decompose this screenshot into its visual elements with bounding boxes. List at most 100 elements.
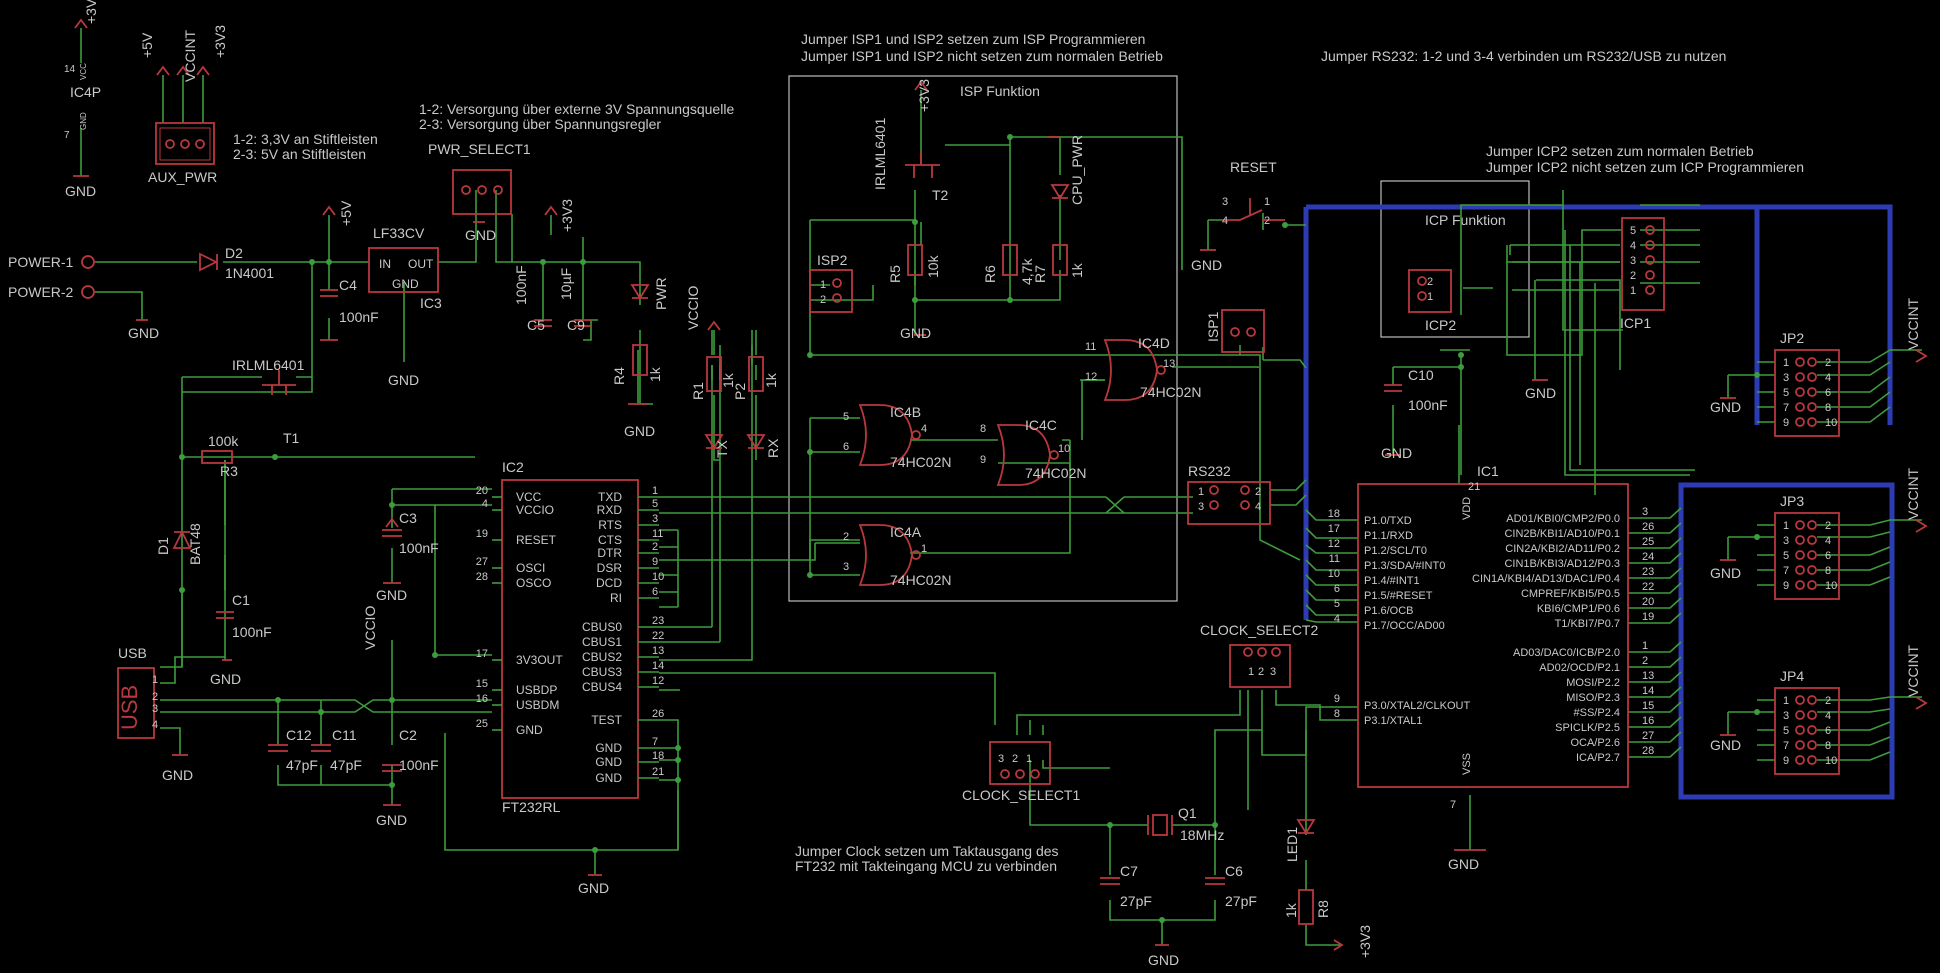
ic1-pin-num: 12 [1328,538,1340,550]
header-pin [1795,550,1805,560]
svg-text:5: 5 [843,411,849,423]
ic1-pin-num: 2 [1642,655,1648,667]
ic1-pin-name: CIN2B/KBI1/AD10/P0.1 [1504,528,1620,540]
tx-label: TX [714,439,730,458]
r4-label: R4 [611,367,627,385]
t1-label: T1 [283,430,300,446]
c11-label: C11 [332,727,357,743]
r6-value: 4,7k [1019,258,1035,285]
ft232-caps: C12 47pF C11 47pF C2 100nF C3 100nF [268,510,439,773]
signal-bus [1303,204,1895,800]
svg-text:2: 2 [843,531,849,543]
header-pin-num: 5 [1783,725,1789,737]
svg-text:4: 4 [921,423,927,435]
t1-type: IRLML6401 [232,357,305,373]
header-pin [1795,710,1805,720]
ic3-name: IC3 [420,295,442,311]
ft232-left-pin-name: GND [516,723,543,737]
note-pwr-1: 1-2: Versorgung über externe 3V Spannung… [419,101,734,117]
note-rs232: Jumper RS232: 1-2 und 3-4 verbinden um R… [1321,48,1726,64]
ic1-pin-num: 11 [1329,553,1340,565]
isp2-label: ISP2 [817,252,848,268]
svg-text:2: 2 [152,691,158,703]
ft232-right-pin-num: 13 [652,645,664,657]
header-pin-num: 1 [1783,520,1789,532]
ft232-right-pin-name: DTR [597,546,622,560]
svg-text:1: 1 [1427,291,1433,303]
ft232-right-pin-name: TXD [598,490,622,504]
reg-output-parts: 100nF C5 10µF C9 PWR R4 1k [513,265,669,385]
header-pin-num: 8 [1825,740,1831,752]
r5-value: 10k [925,254,941,278]
ic4b-type: 74HC02N [890,454,951,470]
rail-v5-aux: +5V [139,32,155,58]
pwr-select-label: PWR_SELECT1 [428,141,531,157]
svg-text:3: 3 [1198,501,1204,513]
ic1-pin-name: CIN1A/KBI4/AD13/DAC1/P0.4 [1472,573,1620,585]
ft232-right-pin-num: 14 [652,660,664,672]
c11-value: 47pF [330,757,362,773]
c9-label: C9 [567,317,585,333]
icp-frame [1380,180,1530,338]
c5-label: C5 [527,317,545,333]
ic4a-name: IC4A [890,524,922,540]
header-pin [1807,357,1817,367]
header-pin [1807,372,1817,382]
icp1-pin [1645,240,1655,250]
protection-parts: IRLML6401 T1 100k R3 D1 BAT48 C1 100nF [155,357,305,640]
ic1-pin-num: 26 [1642,521,1654,533]
ic1-pin-num: 14 [1642,685,1654,697]
power-input: POWER-1 POWER-2 D2 1N4001 LF33CV IN OUT … [8,225,442,325]
gnd-label-c1: GND [210,671,241,687]
header-pin-num: 6 [1825,725,1831,737]
note-clock-1: Jumper Clock setzen um Taktausgang des [795,843,1059,859]
gnd-label-pwrsel: GND [465,227,496,243]
ft232-right-pin-name: CBUS4 [582,680,622,694]
r2-label: P2 [732,383,748,400]
gnd-label-c3: GND [376,587,407,603]
ft232-left-pin-name: OSCI [516,561,545,575]
rail-vccio-ft: VCCIO [362,606,378,650]
usb-name: USB [118,645,147,661]
gnd-label-ic4p: GND [65,183,96,199]
ft232-right-pin-name: CBUS2 [582,650,622,664]
ic1-vdd: VDD [1461,497,1473,520]
header-pin-num: 7 [1783,402,1789,414]
ic1-pin-num: 18 [1328,508,1340,520]
ft232-right-pin-name: GND [595,755,622,769]
ic4p-pin14: 14 [64,64,76,75]
aux-pwr-label: AUX_PWR [148,169,217,185]
gnd-label-ic1: GND [1448,856,1479,872]
svg-text:2: 2 [820,294,826,306]
header-pin [1807,725,1817,735]
c10-value: 100nF [1408,397,1448,413]
power1-label: POWER-1 [8,254,74,270]
ic2-type: FT232RL [502,799,561,815]
ic1-pin-num: 22 [1642,581,1654,593]
svg-text:3: 3 [1222,196,1228,208]
d2-label: D2 [225,245,243,261]
header-pin-num: 5 [1783,550,1789,562]
usb-text: USB [117,685,142,730]
header-pin [1807,565,1817,575]
note-pwr-2: 2-3: Versorgung über Spannungsregler [419,116,661,132]
ft232-left-pin-num: 20 [476,485,488,497]
ic1-pin-num: 19 [1642,611,1654,623]
icp1-pin [1645,270,1655,280]
c9-value: 10µF [558,268,574,300]
ft232-right-pin-num: 9 [652,556,658,568]
rail-vccio-led: VCCIO [685,286,701,330]
header-pin-num: 6 [1825,387,1831,399]
ft232-right-pin-name: DCD [596,576,622,590]
header-pin [1795,372,1805,382]
ft232-right-pin-num: 5 [652,498,658,510]
rail-v33-ic4p: +3V3 [83,0,99,24]
ic4d-name: IC4D [1138,335,1170,351]
svg-text:1: 1 [1026,753,1032,765]
ic4p-pin7: 7 [64,130,70,141]
c4-value: 100nF [339,309,379,325]
